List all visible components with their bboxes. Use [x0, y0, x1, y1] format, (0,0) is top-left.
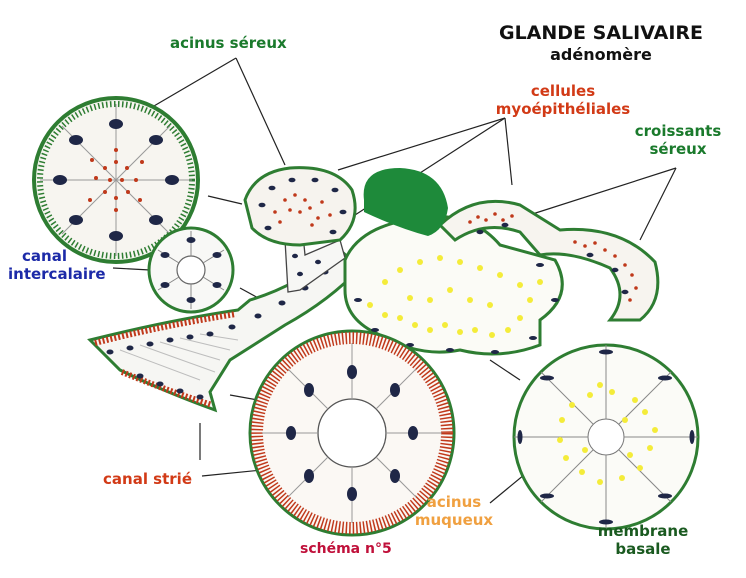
serous-acinus-branch — [243, 166, 357, 247]
label-schema-number: schéma n°5 — [300, 541, 392, 557]
label-canal-intercalaire: canal intercalaire — [8, 247, 106, 283]
label-acinus-sereux: acinus séreux — [170, 34, 287, 52]
label-croissants-line2: séreux — [649, 140, 707, 158]
label-acinus-muqueux: acinus muqueux — [404, 493, 504, 529]
label-canal-strie: canal strié — [103, 470, 192, 488]
label-cellules-line2: myoépithéliales — [495, 100, 631, 118]
label-acinus-muqueux-line1: acinus — [426, 493, 482, 511]
serous-acinus-cross-section — [32, 96, 200, 264]
myoepithelial-cell-cap — [363, 168, 448, 236]
label-canal-intercalaire-line1: canal — [22, 247, 67, 265]
label-cellules-myoepitheliales: cellules myoépithéliales — [478, 82, 648, 118]
leader-lines — [112, 57, 677, 524]
label-membrane-basale: membrane basale — [588, 522, 698, 558]
title-sub: adénomère — [550, 45, 652, 64]
label-acinus-muqueux-line2: muqueux — [414, 511, 494, 529]
diagram-title: GLANDE SALIVAIRE adénomère — [466, 22, 736, 65]
mucous-acinus-cross-section — [512, 343, 700, 531]
label-croissants-line1: croissants — [634, 122, 722, 140]
serous-crescents — [437, 199, 660, 322]
label-croissants-sereux: croissants séreux — [618, 122, 738, 158]
intercalated-duct-cross-section — [147, 226, 235, 314]
title-main: GLANDE SALIVAIRE — [498, 22, 704, 44]
label-membrane-line2: basale — [615, 540, 671, 558]
striated-duct-cross-section — [248, 329, 456, 537]
label-membrane-line1: membrane — [597, 522, 689, 540]
label-cellules-line1: cellules — [530, 82, 596, 100]
label-canal-intercalaire-line2: intercalaire — [8, 265, 106, 283]
